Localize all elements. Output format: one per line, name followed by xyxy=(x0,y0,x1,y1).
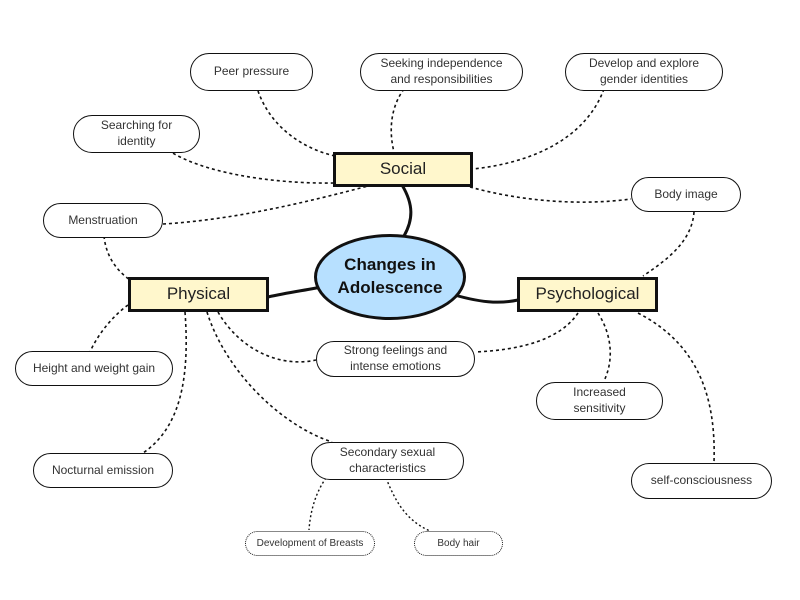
link-social-independence xyxy=(390,88,405,153)
node-seeking-independence: Seeking independence and responsibilitie… xyxy=(360,53,523,91)
node-gender-identities: Develop and explore gender identities xyxy=(565,53,723,91)
node-menstruation: Menstruation xyxy=(43,203,163,238)
link-secondary-body-hair xyxy=(385,477,431,532)
link-physical-strong-feelings xyxy=(217,311,317,363)
link-social-identity xyxy=(167,149,335,184)
node-body-image: Body image xyxy=(631,177,741,212)
node-strong-feelings: Strong feelings and intense emotions xyxy=(316,341,475,377)
link-physical-menstruation xyxy=(103,235,131,281)
link-social-gender xyxy=(472,88,605,170)
link-social-body-image xyxy=(469,186,632,203)
central-topic: Changes in Adolescence xyxy=(314,234,466,320)
link-social-menstruation xyxy=(162,185,369,225)
node-nocturnal-emission: Nocturnal emission xyxy=(33,453,173,488)
node-peer-pressure: Peer pressure xyxy=(190,53,313,91)
link-physical-height-weight xyxy=(89,304,129,353)
node-secondary-sexual-characteristics: Secondary sexual characteristics xyxy=(311,442,464,480)
node-body-hair: Body hair xyxy=(414,531,503,556)
category-social: Social xyxy=(333,152,473,187)
node-increased-sensitivity: Increased sensitivity xyxy=(536,382,663,420)
link-social-peer-pressure xyxy=(257,90,336,157)
node-height-weight-gain: Height and weight gain xyxy=(15,351,173,386)
link-psychological-body-image xyxy=(642,211,695,277)
link-secondary-breasts xyxy=(308,477,327,531)
category-physical: Physical xyxy=(128,277,269,312)
link-psychological-strong-feelings xyxy=(474,312,579,353)
node-self-consciousness: self-consciousness xyxy=(631,463,772,499)
link-psychological-sensitivity xyxy=(597,312,612,382)
link-center-social xyxy=(400,184,413,237)
link-physical-secondary xyxy=(206,311,333,443)
node-searching-identity: Searching for identity xyxy=(73,115,200,153)
link-psychological-self-conscious xyxy=(637,312,715,463)
category-psychological: Psychological xyxy=(517,277,658,312)
node-development-of-breasts: Development of Breasts xyxy=(245,531,375,556)
